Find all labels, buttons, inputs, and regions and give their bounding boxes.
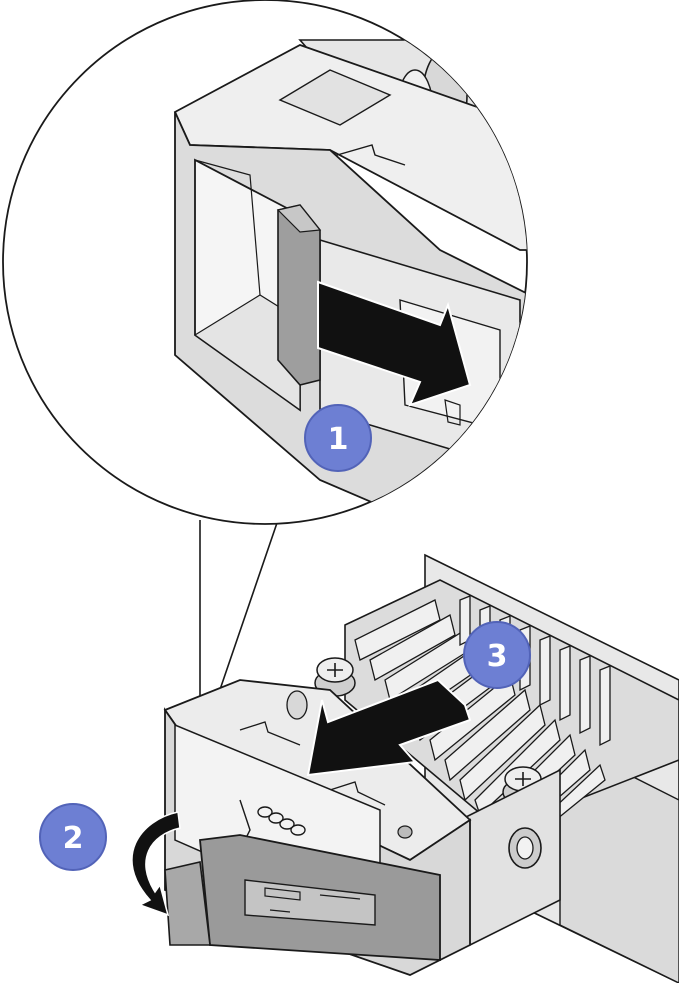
arrow-rotate-down-icon — [131, 811, 181, 917]
step-3-callout: 3 — [463, 621, 531, 689]
module-assembly — [131, 553, 679, 983]
latch-tab — [277, 204, 321, 386]
release-handle — [164, 834, 441, 961]
magnified-detail: 1 — [2, 0, 528, 749]
step-2-number: 2 — [63, 821, 84, 856]
arrow-pull-left-icon — [306, 678, 472, 777]
arrow-slide-right-icon — [317, 280, 472, 407]
step-2-callout: 2 — [39, 803, 107, 871]
step-1-callout: 1 — [304, 404, 372, 472]
step-1-number: 1 — [328, 422, 349, 457]
step-3-number: 3 — [487, 639, 508, 674]
